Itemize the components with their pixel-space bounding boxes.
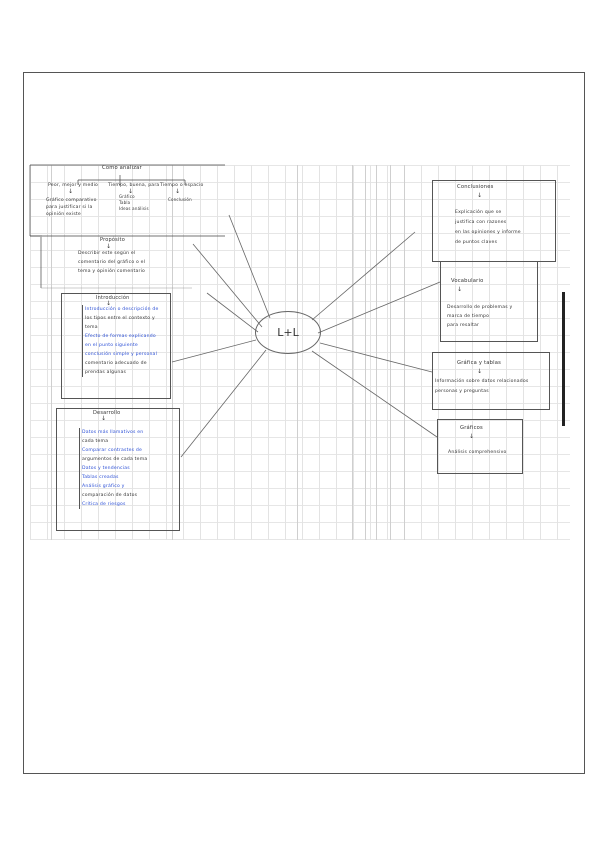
grid-line: [365, 165, 366, 540]
down-arrow-icon: ↓: [477, 192, 483, 199]
central-topic: L+L: [255, 311, 321, 354]
section-title: Gráficos: [460, 425, 483, 431]
down-arrow-icon: ↓: [68, 188, 74, 195]
down-arrow-icon: ↓: [128, 188, 134, 195]
section-title: Como analizar: [102, 165, 142, 171]
down-arrow-icon: ↓: [101, 415, 107, 422]
conclusions-box: Conclusiones ↓ Explicación que se justif…: [432, 180, 556, 262]
down-arrow-icon: ↓: [175, 188, 181, 195]
connector-line: [228, 214, 271, 319]
column-heading: Peor, mejor y medio: [48, 183, 99, 188]
column-heading: Tiempo o espacio: [160, 183, 204, 188]
down-arrow-icon: ↓: [106, 243, 112, 250]
section-title: Conclusiones: [457, 184, 494, 190]
section-title: Vocabulario: [451, 278, 484, 284]
grid-line: [352, 165, 353, 540]
section-title: Introducción: [96, 295, 130, 301]
section-text: Desarrollo de problemas y marca de tiemp…: [447, 305, 513, 328]
column-heading: Tiempo, buena, para: [108, 183, 160, 188]
purpose-section: Propósito ↓ Describir este según el come…: [42, 236, 192, 288]
development-box: Desarrollo ↓ Datos más llamativos en cad…: [56, 408, 180, 531]
grid-line: [51, 165, 52, 540]
grid-line: [172, 165, 173, 540]
grid-line: [404, 165, 405, 540]
grid-line: [390, 165, 391, 540]
introduction-box: Introducción ↓ Introducción o descripció…: [61, 293, 171, 399]
section-text: Describir este según el comentario del g…: [78, 251, 146, 274]
vocabulary-box: Vocabulario ↓ Desarrollo de problemas y …: [440, 262, 538, 342]
list-item: Conclusión: [168, 197, 192, 202]
section-title: Gráfica y tablas: [457, 360, 502, 366]
margin-bar: [562, 292, 565, 426]
section-text: Explicación que se justifica con razones…: [455, 210, 521, 245]
list-item: Gráfico Tabla Ideas análisis: [119, 194, 149, 211]
section-text: Introducción o descripción de los tipos …: [82, 305, 159, 377]
grid-line: [376, 165, 377, 540]
section-title: Propósito: [100, 237, 125, 243]
graphs-box: Gráficos ↓ Análisis comprehensivo: [437, 419, 523, 474]
down-arrow-icon: ↓: [457, 286, 463, 293]
down-arrow-icon: ↓: [469, 433, 475, 440]
section-text: Datos más llamativos en cada tema Compar…: [79, 428, 147, 509]
list-item: Gráfico comparativo para justificar si l…: [46, 198, 97, 217]
down-arrow-icon: ↓: [477, 368, 483, 375]
section-title: Desarrollo: [93, 410, 121, 416]
analysis-section: Como analizar Peor, mejor y medio Tiempo…: [30, 165, 226, 237]
section-text: Información sobre datos relacionados per…: [435, 379, 529, 394]
down-arrow-icon: ↓: [106, 300, 112, 307]
charts-tables-box: Gráfica y tablas ↓ Información sobre dat…: [432, 352, 550, 410]
section-text: Análisis comprehensivo: [448, 450, 507, 455]
